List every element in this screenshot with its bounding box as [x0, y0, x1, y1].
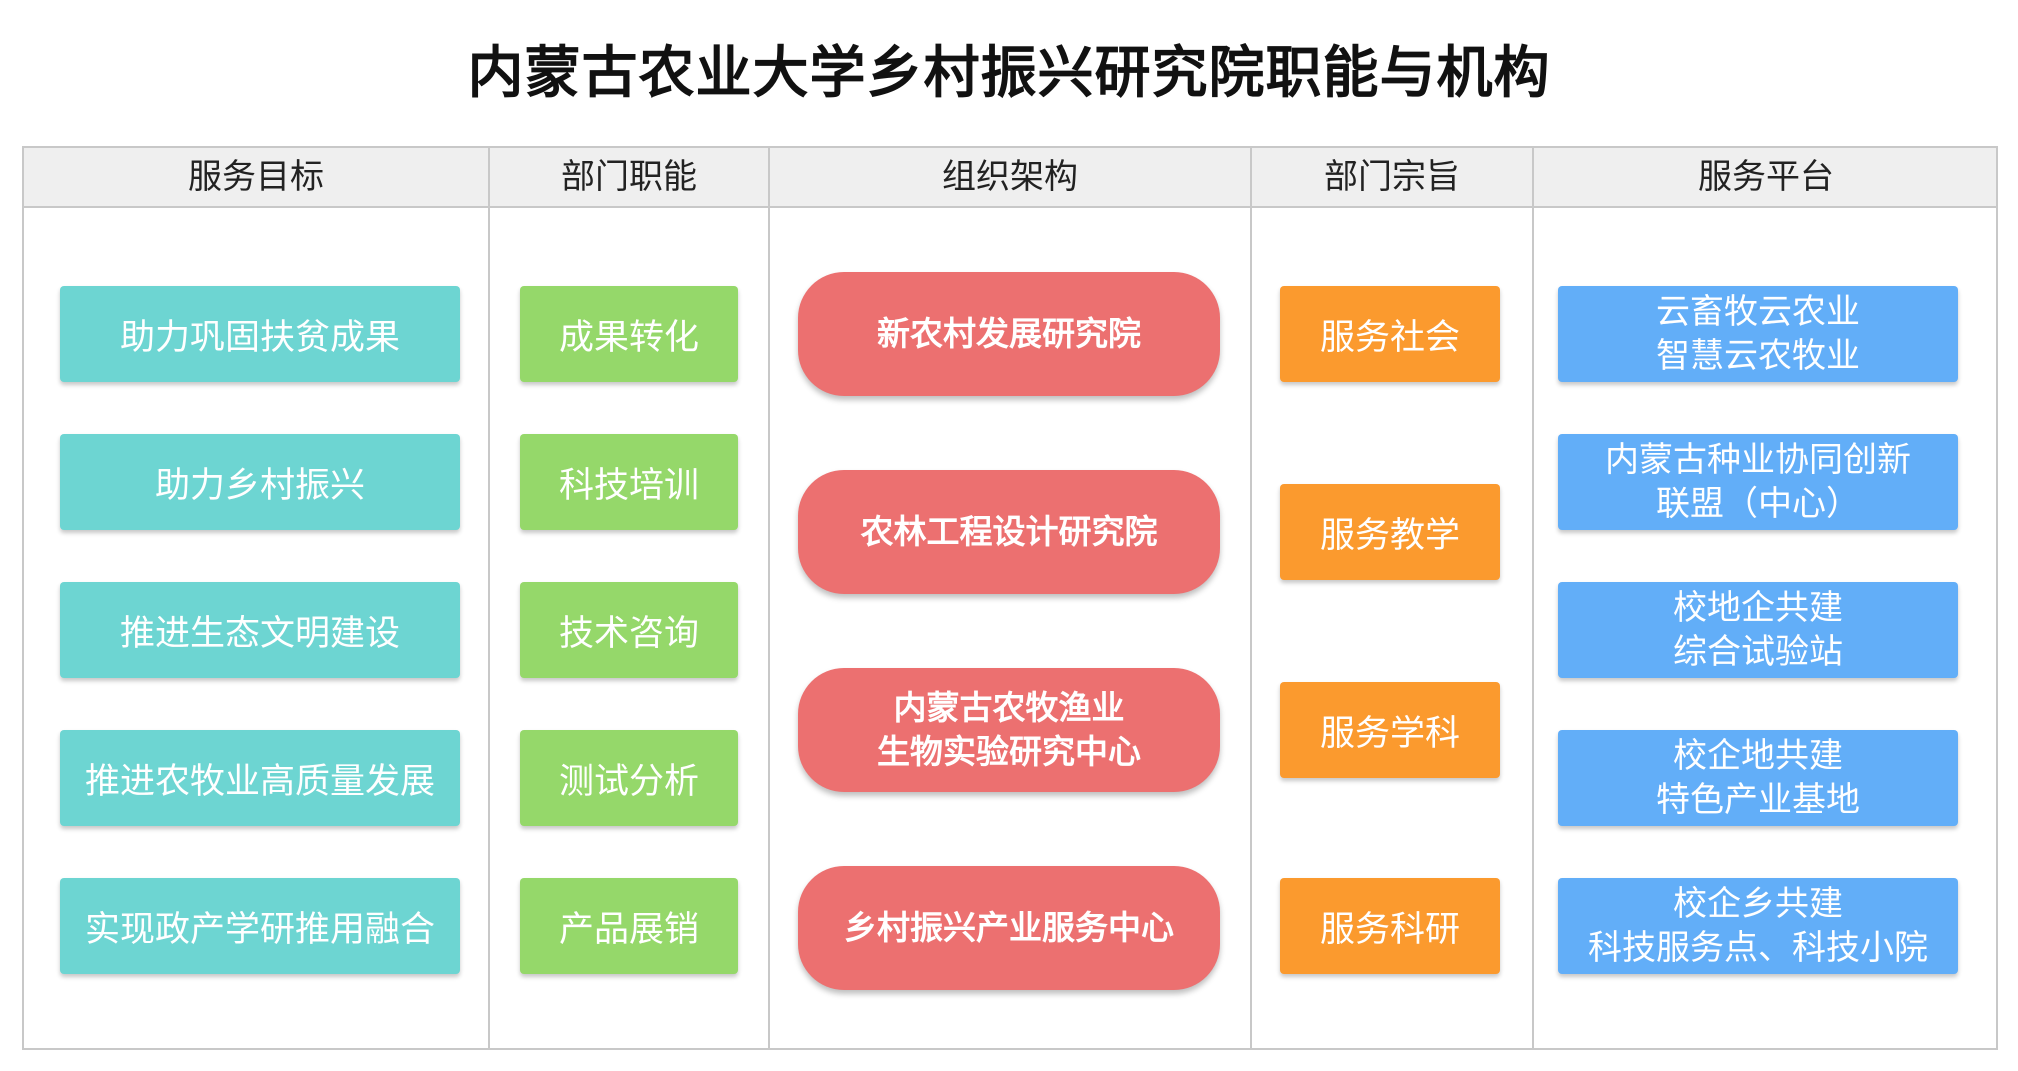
platform-box: 校企地共建特色产业基地: [1558, 730, 1958, 826]
function-label: 测试分析: [558, 761, 699, 802]
org-unit-box: 新农村发展研究院: [798, 272, 1220, 396]
org-unit-box: 农林工程设计研究院: [798, 470, 1220, 594]
purpose-label: 服务学科: [1319, 713, 1460, 754]
platform-label-line2: 智慧云农牧业: [1656, 336, 1860, 376]
goal-label: 推进农牧业高质量发展: [84, 761, 435, 802]
platform-label: 校企地共建: [1673, 736, 1843, 776]
function-box: 技术咨询: [520, 582, 738, 678]
header-organization: 组织架构: [942, 157, 1078, 197]
platform-box: 校地企共建综合试验站: [1558, 582, 1958, 678]
platform-label: 内蒙古种业协同创新: [1605, 440, 1911, 480]
purpose-label: 服务教学: [1319, 515, 1460, 556]
header-platform: 服务平台: [1698, 157, 1834, 197]
header-functions: 部门职能: [561, 157, 697, 197]
platform-label-line2: 科技服务点、科技小院: [1588, 928, 1928, 968]
goal-label: 助力乡村振兴: [154, 465, 365, 506]
platform-label: 校地企共建: [1673, 588, 1843, 628]
goal-box: 推进生态文明建设: [60, 582, 460, 678]
function-box: 成果转化: [520, 286, 738, 382]
purpose-label: 服务科研: [1319, 909, 1460, 950]
header-goals: 服务目标: [188, 157, 324, 197]
table-header-row: [24, 148, 1996, 208]
function-label: 成果转化: [558, 317, 699, 358]
org-unit-label: 乡村振兴产业服务中心: [844, 908, 1174, 947]
function-box: 产品展销: [520, 878, 738, 974]
purpose-label: 服务社会: [1319, 317, 1460, 358]
page-title: 内蒙古农业大学乡村振兴研究院职能与机构: [467, 41, 1551, 106]
function-table: 服务目标 部门职能 组织架构 部门宗旨 服务平台 助力巩固扶贫成果 助力乡村振兴…: [22, 146, 1998, 1050]
org-unit-label: 内蒙古农牧渔业: [893, 688, 1125, 727]
purpose-box: 服务科研: [1280, 878, 1500, 974]
platform-label: 云畜牧云农业: [1656, 292, 1860, 332]
purpose-box: 服务教学: [1280, 484, 1500, 580]
purpose-box: 服务学科: [1280, 682, 1500, 778]
org-unit-box: 乡村振兴产业服务中心: [798, 866, 1220, 990]
org-unit-label: 农林工程设计研究院: [860, 512, 1158, 551]
goal-box: 实现政产学研推用融合: [60, 878, 460, 974]
platform-label: 校企乡共建: [1673, 884, 1843, 924]
org-unit-label-line2: 生物实验研究中心: [877, 732, 1141, 771]
platform-box: 内蒙古种业协同创新联盟（中心）: [1558, 434, 1958, 530]
goal-box: 推进农牧业高质量发展: [60, 730, 460, 826]
header-purpose: 部门宗旨: [1324, 157, 1460, 197]
goal-box: 助力巩固扶贫成果: [60, 286, 460, 382]
function-label: 产品展销: [558, 909, 699, 950]
column-divider: [1532, 148, 1534, 1048]
function-box: 测试分析: [520, 730, 738, 826]
platform-label-line2: 联盟（中心）: [1656, 484, 1860, 524]
column-divider: [488, 148, 490, 1048]
goal-label: 推进生态文明建设: [119, 613, 400, 654]
platform-label-line2: 综合试验站: [1673, 632, 1843, 672]
goal-box: 助力乡村振兴: [60, 434, 460, 530]
platform-box: 校企乡共建科技服务点、科技小院: [1558, 878, 1958, 974]
org-unit-box: 内蒙古农牧渔业生物实验研究中心: [798, 668, 1220, 792]
column-divider: [768, 148, 770, 1048]
function-box: 科技培训: [520, 434, 738, 530]
column-divider: [1250, 148, 1252, 1048]
function-label: 科技培训: [558, 465, 699, 506]
function-label: 技术咨询: [558, 613, 699, 654]
org-unit-label: 新农村发展研究院: [877, 314, 1141, 353]
platform-box: 云畜牧云农业智慧云农牧业: [1558, 286, 1958, 382]
platform-label-line2: 特色产业基地: [1656, 780, 1860, 820]
purpose-box: 服务社会: [1280, 286, 1500, 382]
goal-label: 助力巩固扶贫成果: [119, 317, 400, 358]
goal-label: 实现政产学研推用融合: [84, 909, 435, 950]
